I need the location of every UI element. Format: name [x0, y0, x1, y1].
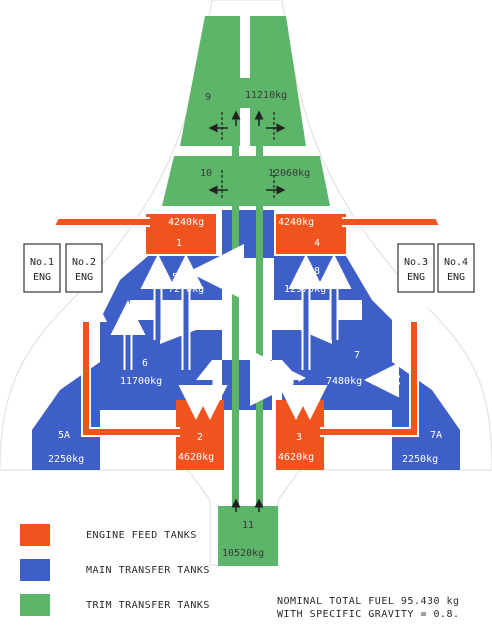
feed-line-tank4-eng4-in: [342, 214, 475, 256]
feed-line-tank1-eng1: [35, 217, 150, 246]
engine-2-label: No.2: [72, 257, 96, 268]
tank-3-value: 4620kg: [278, 452, 314, 463]
tank-9-right: [250, 16, 306, 146]
legend-label-engine-feed: ENGINE FEED TANKS: [86, 529, 197, 541]
legend-swatch-engine-feed: [20, 524, 50, 546]
legend-main-transfer: MAIN TRANSFER TANKS: [20, 556, 210, 584]
legend-swatch-main-transfer: [20, 559, 50, 581]
tank-11-value: 10520kg: [222, 548, 264, 559]
legend-engine-feed: ENGINE FEED TANKS: [20, 521, 197, 549]
tank-7a-value: 2250kg: [402, 454, 438, 465]
tank-7a-id: 7A: [430, 430, 442, 441]
tank-5-id: 5: [172, 272, 178, 283]
tank-9-id: 9: [205, 92, 211, 103]
tank-2-id: 2: [197, 432, 203, 443]
engine-3: No.3 ENG: [397, 243, 435, 293]
tank-6-id: 6: [142, 358, 148, 369]
tank-1-value: 4240kg: [168, 217, 204, 228]
trim-valve-dashes: [221, 112, 275, 200]
trim-valve-arrows: [208, 110, 286, 512]
tank-8-value: 12970kg: [284, 284, 326, 295]
tank-6-value: 11700kg: [120, 376, 162, 387]
engine-4-sub: ENG: [447, 272, 465, 283]
engine-2: No.2 ENG: [65, 243, 103, 293]
tank-4: [276, 214, 346, 254]
trim-pipe-right: [256, 140, 263, 512]
tank-7-value: 7480kg: [326, 376, 362, 387]
tank-11-id: 11: [242, 520, 254, 531]
legend-trim-transfer: TRIM TRANSFER TANKS: [20, 591, 210, 619]
feed-line-tank3-eng3-in: [320, 280, 435, 435]
trim-pipe-left: [232, 140, 239, 512]
tank-main-center-top: [222, 210, 274, 258]
tank-4-id: 4: [314, 238, 320, 249]
fuel-note-line1: NOMINAL TOTAL FUEL 95.430 kg: [277, 596, 460, 607]
feed-line-tank1-eng1-in: [19, 214, 150, 256]
tank-8-id: 8: [314, 266, 320, 277]
legend-label-main-transfer: MAIN TRANSFER TANKS: [86, 564, 210, 576]
tank-10: [162, 156, 330, 206]
engine-4-label: No.4: [444, 257, 468, 268]
engine-1-sub: ENG: [33, 272, 51, 283]
engine-1: No.1 ENG: [23, 243, 61, 293]
legend-swatch-trim-transfer: [20, 594, 50, 616]
tank-11: [218, 506, 278, 566]
tank-main-center-bottom: [222, 360, 272, 410]
tank-5-value: 7270kg: [168, 284, 204, 295]
engine-3-label: No.3: [404, 257, 428, 268]
tank-9-top: [225, 78, 275, 108]
tank-10-id: 10: [200, 168, 212, 179]
engine-1-label: No.1: [30, 257, 54, 268]
tank-4-value: 4240kg: [278, 217, 314, 228]
feed-line-tank2-eng2-in: [65, 280, 180, 435]
legend-label-trim-transfer: TRIM TRANSFER TANKS: [86, 599, 210, 611]
engine-4: No.4 ENG: [437, 243, 475, 293]
tank-5a-value: 2250kg: [48, 454, 84, 465]
tank-10-value: 12060kg: [268, 168, 310, 179]
tank-5a-id: 5A: [58, 430, 70, 441]
feed-line-tank4-eng4: [342, 217, 459, 246]
tank-1-id: 1: [176, 238, 182, 249]
tank-3-id: 3: [296, 432, 302, 443]
tank-9: [180, 16, 240, 146]
tank-9-11-value: 11210kg: [245, 90, 287, 101]
fuel-note-line2: WITH SPECIFIC GRAVITY = 0.8.: [277, 609, 460, 620]
engine-2-sub: ENG: [75, 272, 93, 283]
tank-2-value: 4620kg: [178, 452, 214, 463]
engine-3-sub: ENG: [407, 272, 425, 283]
tank-7-id: 7: [354, 350, 360, 361]
